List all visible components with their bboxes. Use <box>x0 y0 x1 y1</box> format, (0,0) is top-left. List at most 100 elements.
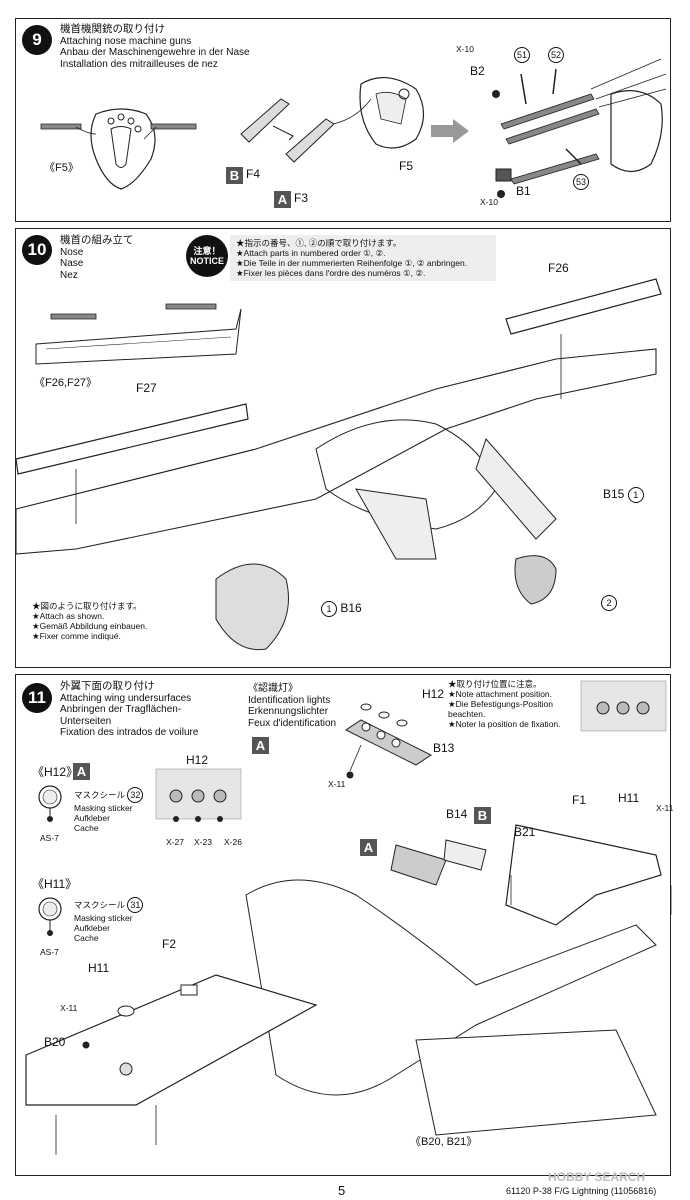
part-51-number: 51 <box>514 47 530 63</box>
f1-label: F1 <box>572 793 587 807</box>
page-number: 5 <box>338 1183 346 1198</box>
notice-fr: ★Fixer les pièces dans l'ordre des numér… <box>236 268 426 278</box>
shown-de: ★Gemäß Abbildung einbauen. <box>32 621 148 631</box>
note-en: ★Note attachment position. <box>448 689 553 699</box>
part-tree-a-tag: A <box>274 191 291 208</box>
f3-label: F3 <box>294 191 309 205</box>
f26-f27-ref-label: 《F26,F27》 <box>34 377 97 389</box>
step-number-badge: 9 <box>22 25 52 55</box>
x26-label: X-26 <box>224 837 242 847</box>
identification-lights-drawing <box>345 703 432 779</box>
title-jp: 機首機関銃の取り付け <box>60 23 165 35</box>
f5-label: F5 <box>399 159 414 173</box>
part-52-label: 52 <box>548 47 564 63</box>
h11-left-label: H11 <box>88 961 110 975</box>
step-11-panel: 11 外翼下面の取り付け Attaching wing undersurface… <box>15 674 674 1176</box>
part-53-label: 53 <box>573 174 589 190</box>
step-10-panel: 10 機首の組み立て Nose Nase Nez 注意！ NOTICE ★指示の… <box>15 228 671 668</box>
mask-de: Aufkleber <box>74 813 110 823</box>
part-51-label: 51 <box>514 47 530 63</box>
h11-masking-drawing <box>38 897 62 936</box>
mask-de: Aufkleber <box>74 923 110 933</box>
x11-right-label: X-11 <box>656 803 674 813</box>
title-fr: Fixation des intrados de voilure <box>60 727 199 738</box>
aircraft-upper-assembly-drawing <box>15 278 662 651</box>
mask-number: 32 <box>127 787 144 803</box>
b2-label: B2 <box>470 64 485 78</box>
as7-label-1: AS-7 <box>40 833 59 843</box>
id-lights-de: Erkennungslichter <box>248 706 329 717</box>
mask-fr: Cache <box>74 823 99 833</box>
b16-label: 1 B16 <box>321 601 362 617</box>
b13-label: B13 <box>433 741 455 755</box>
f5-nose-drawing <box>359 77 425 149</box>
wing-undersurface-drawing <box>25 824 672 1155</box>
h12-mask-jp: マスクシール 32 <box>74 787 144 803</box>
x11-top-label: X-11 <box>328 779 346 789</box>
b15-order-number: 1 <box>627 487 644 503</box>
id-lights-en: Identification lights <box>248 694 331 706</box>
f5-ref-label: 《F5》 <box>44 162 79 174</box>
part-52-number: 52 <box>548 47 564 63</box>
h12-masking-drawing <box>38 785 62 822</box>
f26-label: F26 <box>548 261 569 275</box>
identification-lights-title: 《認識灯》 Identification lights Erkennungsli… <box>248 683 336 729</box>
shown-fr: ★Fixer comme indiqué. <box>32 631 121 641</box>
machine-guns-assembly-drawing <box>492 58 667 198</box>
id-lights-fr: Feux d'identification <box>248 717 337 729</box>
title-fr: Nez <box>60 269 78 281</box>
h12-panel-drawing <box>155 768 242 822</box>
b21-label: B21 <box>514 825 536 839</box>
product-code: 61120 P-38 F/G Lightning (11056816) <box>506 1186 657 1196</box>
title-de2: Unterseiten <box>60 715 112 727</box>
title-jp: 機首の組み立て <box>60 234 134 246</box>
title-en: Attaching wing undersurfaces <box>60 692 192 704</box>
b15-label: B15 1 <box>603 487 644 503</box>
f3-f4-parts-drawing <box>240 98 372 163</box>
note-de2: beachten. <box>448 709 486 719</box>
h12-ref-label: 《H12》 <box>32 765 79 779</box>
x23-label: X-23 <box>194 837 212 847</box>
mask-en: Masking sticker <box>74 913 133 923</box>
x11-left-label: X-11 <box>60 1003 78 1013</box>
h11-ref-label: 《H11》 <box>32 877 78 891</box>
title-de: Nase <box>60 258 84 269</box>
step-title: 機首機関銃の取り付け Attaching nose machine guns A… <box>60 23 250 70</box>
as7-label-2: AS-7 <box>40 947 59 957</box>
f4-label: F4 <box>246 167 261 181</box>
shown-en: ★Attach as shown. <box>32 611 105 621</box>
h12-mid-label: H12 <box>186 753 209 767</box>
b20-b21-ref-label: 《B20, B21》 <box>410 1136 478 1148</box>
f26-f27-reference-drawing <box>35 303 242 365</box>
title-en: Nose <box>60 246 84 258</box>
x10-bottom-label: X-10 <box>480 197 498 207</box>
mask-jp: マスクシール <box>74 790 126 800</box>
notice-de: ★Die Teile in der nummerierten Reihenfol… <box>236 258 468 268</box>
notice-badge-en: NOTICE <box>189 256 224 266</box>
b20-label: B20 <box>44 1035 66 1049</box>
attachment-position-note: ★取り付け位置に注意。 ★Note attachment position. ★… <box>448 679 561 729</box>
order-2-label: 2 <box>601 595 617 611</box>
h12-part-tree-tag: A <box>73 763 90 780</box>
mask-fr: Cache <box>74 933 99 943</box>
b14-part-tree-tag: B <box>474 807 491 824</box>
b16-order-number: 1 <box>321 601 337 617</box>
light-position-detail-drawing <box>580 680 667 732</box>
mask-jp: マスクシール <box>74 900 126 910</box>
assembly-direction-arrow <box>431 119 469 143</box>
h11-right-label: H11 <box>618 791 640 805</box>
h11-mask-jp: マスクシール 31 <box>74 897 144 913</box>
part-tree-a2-tag: A <box>360 839 377 856</box>
notice-en: ★Attach parts in numbered order ①, ②. <box>236 248 386 258</box>
step-title: 機首の組み立て Nose Nase Nez <box>60 234 134 281</box>
shown-jp: ★図のように取り付けます。 <box>32 601 142 611</box>
f5-reference-drawing <box>40 108 197 190</box>
notice-jp: ★指示の番号、①, ②の順で取り付けます。 <box>236 238 402 248</box>
x10-top-label: X-10 <box>456 44 474 54</box>
title-en: Attaching nose machine guns <box>60 35 192 47</box>
notice-badge: 注意！ NOTICE <box>186 235 228 277</box>
mask-number: 31 <box>127 897 144 913</box>
step-number-badge: 10 <box>22 235 52 265</box>
attach-as-shown-note: ★図のように取り付けます。 ★Attach as shown. ★Gemäß A… <box>32 601 147 641</box>
b14-label: B14 <box>446 807 468 821</box>
